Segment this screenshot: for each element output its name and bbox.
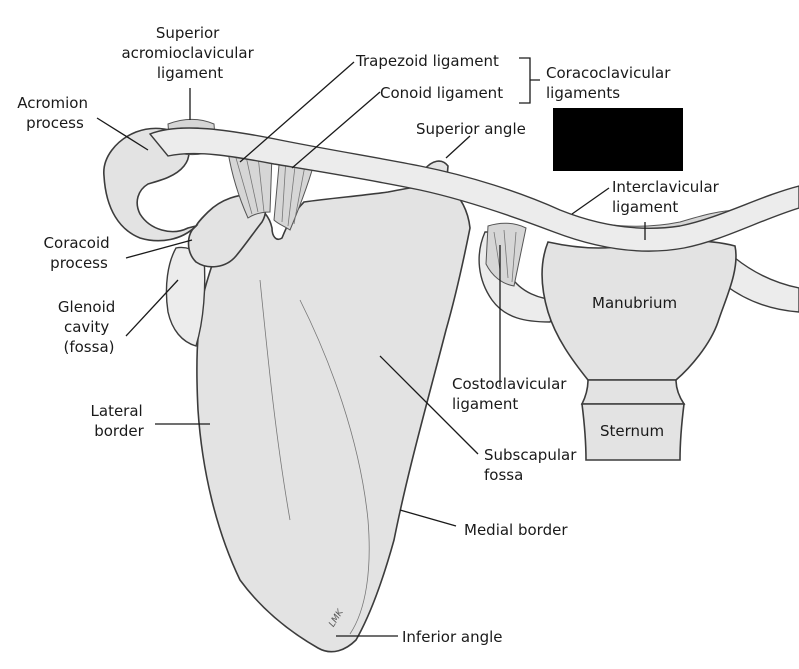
label-manubrium: Manubrium	[592, 294, 677, 312]
acromion-process-illustration	[103, 127, 199, 242]
redaction-box	[553, 108, 683, 171]
label-inferior-angle: Inferior angle	[402, 628, 503, 646]
label-coracoid-process: Coracoid process	[44, 234, 115, 272]
clavicle-illustration	[148, 127, 799, 252]
label-medial-border: Medial border	[464, 521, 568, 539]
label-superior-ac-ligament: Superior acromioclavicular ligament	[121, 24, 258, 82]
label-trapezoid-ligament: Trapezoid ligament	[355, 52, 499, 70]
label-coracoclavicular-ligaments: Coracoclavicular ligaments	[546, 64, 675, 102]
label-acromion-process: Acromion process	[17, 94, 93, 132]
sternum-illustration	[478, 231, 799, 461]
label-sternum: Sternum	[600, 422, 664, 440]
label-interclavicular-ligament: Interclavicular ligament	[612, 178, 724, 216]
label-glenoid-cavity: Glenoid cavity (fossa)	[58, 298, 120, 356]
label-superior-angle: Superior angle	[416, 120, 526, 138]
label-costoclavicular-ligament: Costoclavicular ligament	[452, 375, 571, 413]
leader-lines	[96, 57, 646, 637]
label-subscapular-fossa: Subscapular fossa	[484, 446, 581, 484]
scapula-illustration	[165, 160, 471, 653]
label-conoid-ligament: Conoid ligament	[380, 84, 503, 102]
label-lateral-border: Lateral border	[91, 402, 148, 440]
